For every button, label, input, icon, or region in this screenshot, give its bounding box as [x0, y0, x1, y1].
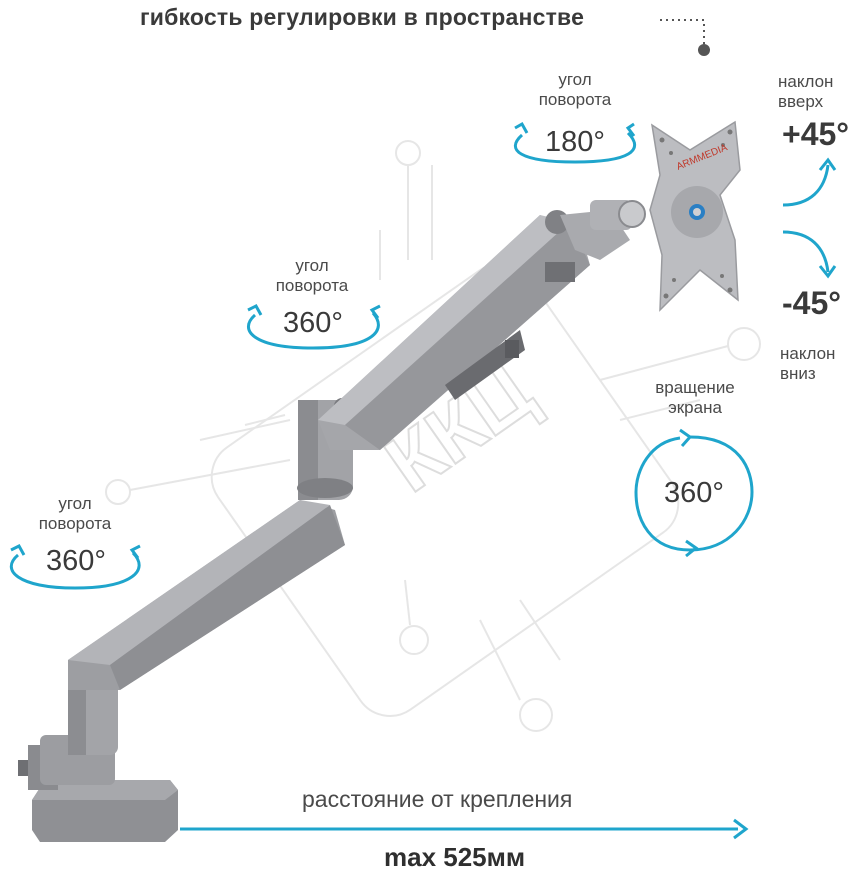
top-rotation-arrows [514, 121, 636, 164]
label-line: вверх [778, 92, 824, 111]
label-line: вращение [655, 378, 735, 397]
tilt-down-arrow [782, 230, 837, 279]
label-line: экрана [668, 398, 722, 417]
tilt-up-label: наклон вверх [778, 72, 858, 112]
label-line: наклон [780, 344, 836, 363]
base-rotation-label: угол поворота [25, 494, 125, 534]
upper-gas-spring-arm [318, 215, 590, 450]
watermark-logo [105, 140, 761, 732]
top-rotation-label: угол поворота [525, 70, 625, 110]
tilt-down-value: -45° [782, 285, 842, 321]
middle-rotation-value: 360° [283, 307, 343, 339]
label-line: угол [58, 494, 92, 513]
tilt-down-label: наклон вниз [780, 344, 860, 384]
base-rotation-arrows [9, 544, 141, 590]
screen-rotation-circle [634, 428, 754, 558]
label-line: поворота [38, 514, 112, 533]
max-distance-value: max 525мм [384, 842, 526, 872]
base-rotation-value: 360° [46, 545, 106, 577]
lower-arm [68, 500, 345, 690]
tilt-up-value: +45° [782, 116, 850, 152]
tilt-up-arrow [782, 157, 837, 207]
label-line: поворота [538, 90, 612, 109]
middle-rotation-arrows [247, 304, 381, 350]
distance-arrow [180, 818, 749, 840]
screen-rotation-value: 360° [664, 477, 724, 509]
page-title: гибкость регулировки в пространстве [140, 4, 585, 30]
vesa-plate [649, 120, 741, 312]
title-leader-line [660, 19, 710, 56]
label-line: поворота [275, 276, 349, 295]
top-rotation-value: 180° [545, 126, 605, 158]
label-line: угол [295, 256, 329, 275]
distance-label: расстояние от крепления [302, 786, 573, 812]
screen-rotation-label: вращение экрана [640, 378, 750, 418]
desk-clamp-base [18, 665, 178, 842]
label-line: наклон [778, 72, 834, 91]
label-line: угол [558, 70, 592, 89]
middle-rotation-label: угол поворота [262, 256, 362, 296]
monitor-head-joint [545, 200, 646, 260]
label-line: вниз [780, 364, 816, 383]
